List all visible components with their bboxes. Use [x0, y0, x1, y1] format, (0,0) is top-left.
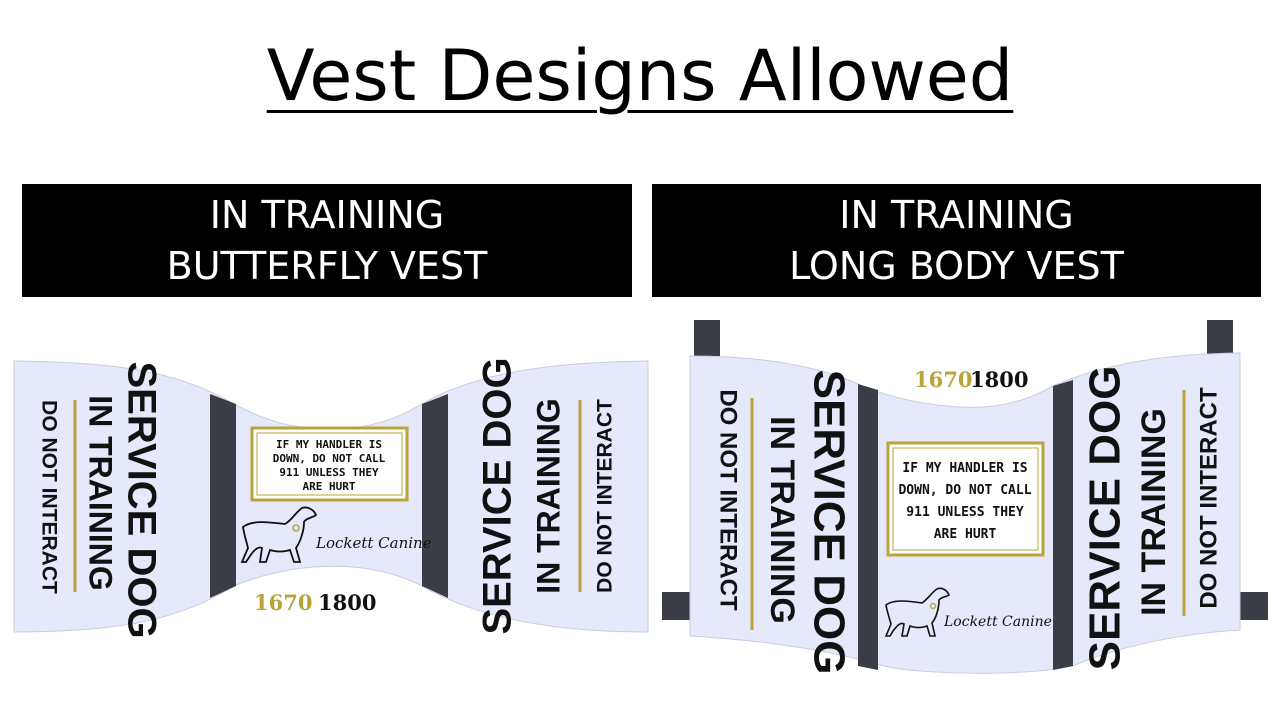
long-strap-right — [1053, 380, 1073, 670]
service-dog-label: SERVICE DOG — [804, 370, 853, 675]
service-dog-label: SERVICE DOG — [119, 361, 163, 638]
banner-line-2: BUTTERFLY VEST — [166, 243, 488, 288]
banner-line-1: IN TRAINING — [839, 192, 1074, 237]
handler-text-line-2: DOWN, DO NOT CALL — [273, 452, 386, 465]
page-title: Vest Designs Allowed — [266, 35, 1014, 117]
handler-text-line-2: DOWN, DO NOT CALL — [898, 483, 1031, 498]
banner-line-1: IN TRAINING — [209, 192, 445, 237]
side-strap-right — [1240, 592, 1268, 620]
in-training-label: IN TRAINING — [530, 398, 566, 594]
service-dog-label: SERVICE DOG — [476, 357, 520, 634]
handler-text-line-1: IF MY HANDLER IS — [902, 461, 1027, 476]
in-training-label: IN TRAINING — [763, 416, 801, 624]
long-body-vest: SERVICE DOG IN TRAINING DO NOT INTERACT … — [662, 320, 1268, 674]
banner-line-2: LONG BODY VEST — [789, 243, 1124, 288]
service-dog-label: SERVICE DOG — [1081, 366, 1130, 671]
handler-text-line-3: 911 UNLESS THEY — [279, 466, 379, 479]
phone-part-2: 1800 — [318, 590, 376, 615]
banner-butterfly-vest: IN TRAINING BUTTERFLY VEST — [22, 184, 632, 297]
do-not-interact-label: DO NOT INTERACT — [594, 399, 617, 593]
do-not-interact-label: DO NOT INTERACT — [1195, 387, 1222, 609]
in-training-label: IN TRAINING — [1135, 408, 1173, 616]
long-strap-left — [858, 384, 878, 670]
dog-logo-icon — [884, 587, 950, 637]
banner-long-body-vest: IN TRAINING LONG BODY VEST — [652, 184, 1261, 297]
side-strap-left — [662, 592, 692, 620]
butterfly-strap-right — [422, 394, 448, 598]
do-not-interact-label: DO NOT INTERACT — [715, 389, 742, 611]
handler-text-line-3: 911 UNLESS THEY — [906, 505, 1024, 520]
top-strap-right — [1207, 320, 1233, 354]
top-strap-left — [694, 320, 720, 356]
handler-patch: IF MY HANDLER IS DOWN, DO NOT CALL 911 U… — [250, 426, 409, 502]
in-training-label: IN TRAINING — [83, 395, 119, 591]
handler-text-line-1: IF MY HANDLER IS — [276, 438, 382, 451]
phone-part-1: 1670 — [254, 590, 312, 615]
logo-text: Lockett Canine — [315, 534, 432, 552]
logo-text: Lockett Canine — [943, 614, 1052, 630]
phone-part-2: 1800 — [970, 367, 1028, 392]
handler-text-line-4: ARE HURT — [934, 527, 997, 542]
dog-logo-icon — [240, 506, 318, 563]
handler-patch: IF MY HANDLER IS DOWN, DO NOT CALL 911 U… — [886, 441, 1045, 557]
do-not-interact-label: DO NOT INTERACT — [37, 400, 60, 594]
butterfly-vest: SERVICE DOG IN TRAINING DO NOT INTERACT … — [13, 357, 649, 639]
phone-part-1: 1670 — [914, 367, 972, 392]
handler-text-line-4: ARE HURT — [303, 480, 356, 493]
butterfly-strap-left — [210, 394, 236, 598]
